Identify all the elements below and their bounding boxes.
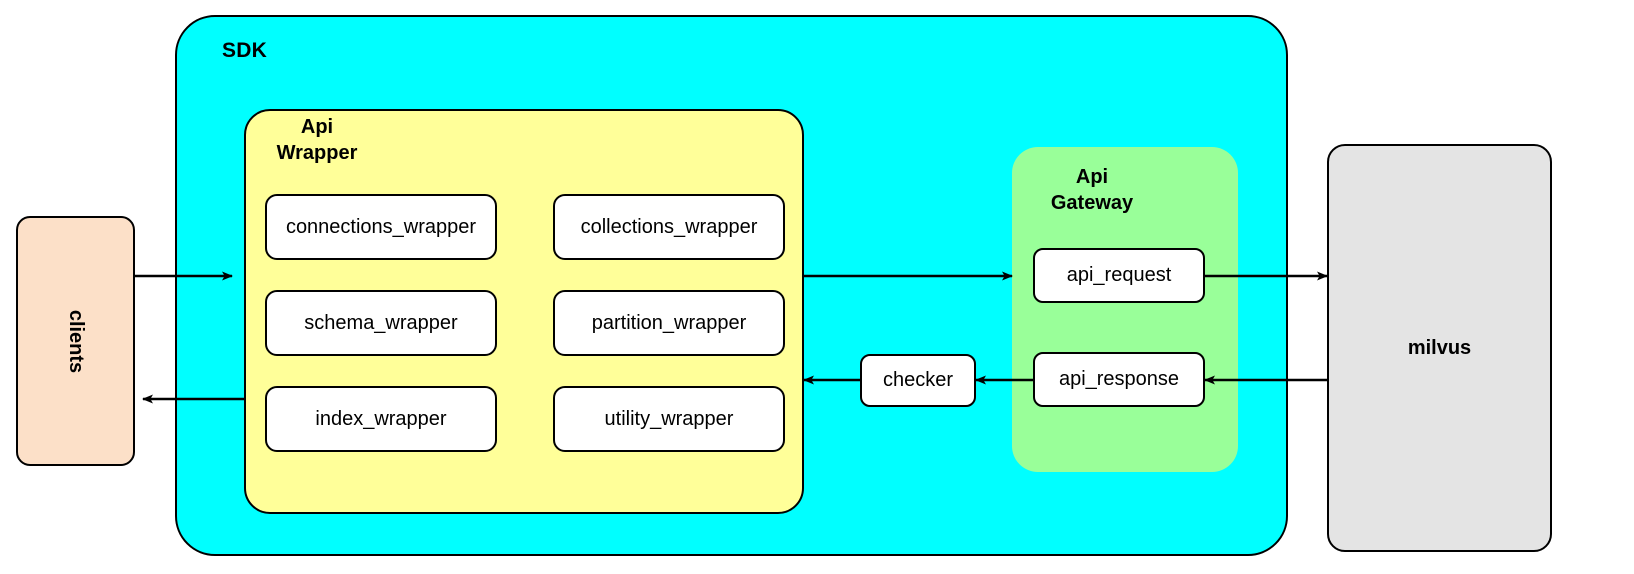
api-wrapper-label: Api Wrapper [257, 114, 377, 166]
node-api-response[interactable]: api_response [1033, 352, 1205, 407]
module-connections-wrapper[interactable]: connections_wrapper [265, 194, 497, 260]
clients-label: clients [64, 309, 87, 373]
module-collections-wrapper[interactable]: collections_wrapper [553, 194, 785, 260]
node-api-request[interactable]: api_request [1033, 248, 1205, 303]
api-gateway-container [1012, 147, 1238, 472]
module-schema-wrapper[interactable]: schema_wrapper [265, 290, 497, 356]
node-checker[interactable]: checker [860, 354, 976, 407]
module-index-wrapper[interactable]: index_wrapper [265, 386, 497, 452]
api-wrapper-label-line1: Api [300, 116, 334, 138]
module-utility-wrapper[interactable]: utility_wrapper [553, 386, 785, 452]
module-partition-wrapper[interactable]: partition_wrapper [553, 290, 785, 356]
api-gateway-label-line1: Api [1075, 166, 1109, 188]
node-clients[interactable]: clients [16, 216, 135, 466]
api-wrapper-label-line2: Wrapper [276, 142, 358, 164]
node-milvus[interactable]: milvus [1327, 144, 1552, 552]
api-gateway-label-line2: Gateway [1050, 192, 1134, 214]
sdk-label: SDK [222, 39, 267, 62]
api-gateway-label: Api Gateway [1022, 164, 1162, 216]
